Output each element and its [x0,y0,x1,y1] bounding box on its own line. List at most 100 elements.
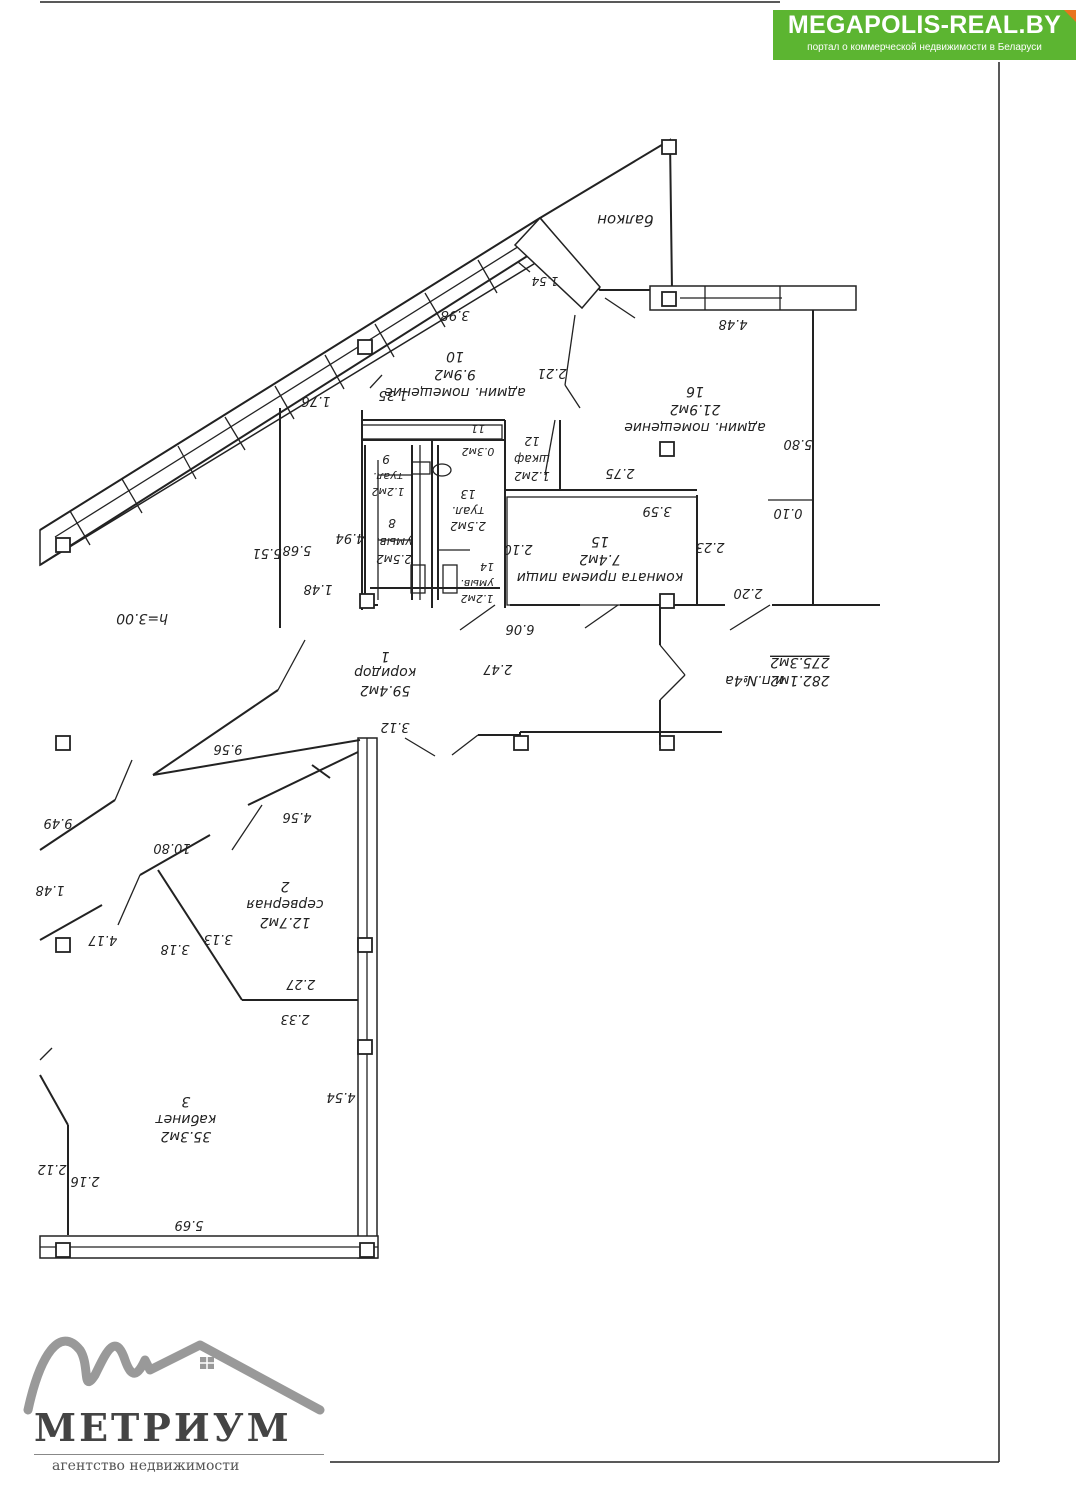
watermark-subtitle: портал о коммерческой недвижимости в Бел… [807,42,1042,53]
dimension-label: 5.80 [784,436,813,451]
house-roof-icon [23,1336,325,1415]
room-label-3: 35.3м2 кабинет 3 [155,1093,217,1144]
room-2-name: серверная [246,896,323,912]
room-1-name: коридор [354,664,416,680]
room-12-id: 12 [524,434,539,448]
dimension-label: 0.10 [774,505,803,520]
room-3-area: 35.3м2 [160,1128,211,1144]
structural-columns [55,139,677,1258]
dimension-label: 1.35 [379,387,408,402]
room-11-id: 11 [471,422,485,435]
dimension-label: 3.18 [161,941,190,956]
unit-total-area: 282.1м2 [770,672,830,688]
dimension-label: 2.27 [286,976,316,991]
sink-fixture [410,564,426,594]
dimension-label: 3.12 [381,719,410,734]
room-9-area: 1.2м2 [372,485,405,498]
dimension-label: 2.20 [734,585,763,600]
balcony-name: балкон [597,211,653,229]
room-8-id: 8 [388,516,396,530]
room-label-10: админ. помещение 9.9м2 10 [384,348,526,400]
room-8-name: умыв. [376,535,414,549]
dimension-label: 4.54 [327,1089,356,1104]
dimension-label: 5.51 [253,545,282,560]
dimension-label: 5.68 [283,542,312,557]
dimension-label: 2.12 [38,1161,67,1176]
room-14-area: 1.2м2 [461,592,494,605]
room-15-name: комната приема пищи [517,569,683,585]
room-3-name: кабинет [155,1111,217,1127]
unit-useful-area: 275.3м2 [770,654,830,670]
logo-divider [34,1454,324,1455]
room-label-15: комната приема пищи 7.4м2 15 [517,533,683,585]
dimension-label: 2.47 [483,661,513,676]
dimension-label: 2.23 [696,539,725,554]
room-10-id: 10 [446,348,464,364]
watermark-corner-accent [1064,10,1076,22]
dimension-label: 4.17 [88,932,118,947]
room-label-9: 1.2м2 туал. 9 [372,452,405,498]
room-12-area: 1.2м2 [514,469,550,483]
dimension-label: 1.76 [302,393,331,408]
dimension-label: 2.21 [538,365,567,380]
dimension-label: 3.13 [204,931,233,946]
room-label-8: 2.5м2 умыв. 8 [376,516,414,566]
logo-wordmark: МЕТРИУМ [34,1405,292,1450]
room-11-area: 0.3м2 [462,445,495,458]
room-16-area: 21.9м2 [670,401,721,417]
room-16-name: админ. помещение [624,419,766,435]
room-15-area: 7.4м2 [579,551,621,567]
dimension-labels: 3.98 1.54 4.48 2.21 1.35 1.76 5.80 2.75 … [36,274,813,1232]
room-1-area: 59.4м2 [360,682,411,698]
room-13-id: 13 [460,487,475,501]
dimension-label: 2.75 [606,465,635,480]
room-2-area: 12.7м2 [260,914,311,930]
room-14-id: 14 [480,560,494,573]
room-label-14: 1.2м2 умыв. 14 [460,560,494,605]
height-note: h=3.00 [116,610,168,626]
room-label-12: 1.2м2 шкаф 12 [514,434,550,483]
room-label-1: 59.4м2 коридор 1 [354,648,416,698]
dimension-label: 1.48 [304,581,333,596]
room-13-area: 2.5м2 [450,519,486,533]
room-15-id: 15 [591,533,609,549]
toilet-fixture [411,461,431,475]
dimension-label: 1.54 [532,274,559,288]
dimension-label: 4.56 [283,809,312,824]
balcony-label: балкон [597,211,653,229]
dimension-label: 4.94 [336,530,365,545]
dimension-label: 1.48 [36,882,65,897]
sheet-frame [40,1,1000,1463]
watermark-title: MEGAPOLIS-REAL.BY [787,11,1062,39]
room-2-id: 2 [280,878,289,894]
room-8-area: 2.5м2 [376,552,412,566]
room-label-13: 2.5м2 туал. 13 [450,487,486,533]
height-note-text: h=3.00 [116,610,168,626]
bathroom-fixtures [377,445,458,600]
room-labels: админ. помещение 9.9м2 10 админ. помещен… [116,211,829,1144]
room-12-name: шкаф [514,452,550,466]
room-label-16: админ. помещение 21.9м2 16 [624,383,766,435]
room-10-name: админ. помещение [384,384,526,400]
dimension-label: 9.56 [214,741,243,756]
dimension-label: 2.16 [71,1173,100,1188]
dimension-label: 2.33 [281,1011,310,1026]
room-3-id: 3 [181,1093,190,1109]
dimension-label: 4.48 [719,316,748,331]
outer-walls [39,138,880,1259]
room-9-name: туал. [373,470,403,483]
door-swings [39,297,771,1061]
room-label-2: 12.7м2 серверная 2 [246,878,323,930]
room-16-id: 16 [686,383,704,399]
room-9-id: 9 [382,452,390,466]
unit-summary: и.п.№4а 282.1м2 275.3м2 [725,654,829,688]
room-14-name: умыв. [460,577,494,590]
logo-tagline: агентство недвижимости [52,1458,240,1474]
facade-windows [54,232,541,546]
room-13-name: туал. [452,504,485,518]
dimension-label: 2.10 [504,541,533,556]
dimension-label: 3.59 [643,503,672,518]
dimension-label: 9.49 [44,815,73,830]
